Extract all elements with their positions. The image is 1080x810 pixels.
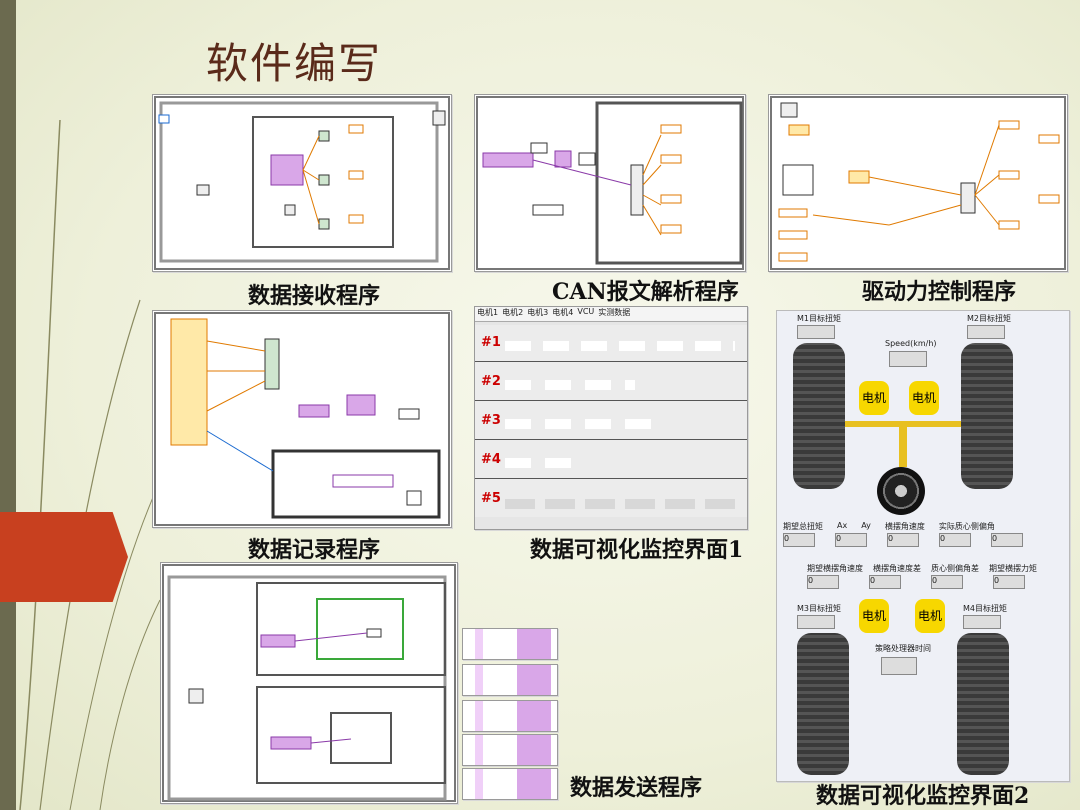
panel-row: #2	[475, 362, 747, 401]
send-subvi-stack	[462, 628, 558, 800]
panel-tag: #4	[481, 452, 501, 467]
metric-field[interactable]: 0	[887, 533, 919, 547]
panel-tag: #3	[481, 413, 501, 428]
monitor1-tab-2[interactable]: 电机2	[502, 308, 524, 317]
caption-send: 数据发送程序	[570, 775, 703, 801]
monitor2-screenshot: M1目标扭矩 M2目标扭矩 Speed(km/h) 电机 电机 期望总扭矩 Ax…	[776, 310, 1070, 782]
page-title: 软件编写	[206, 39, 383, 88]
subvi-panel	[462, 700, 558, 732]
caption-drive: 驱动力控制程序	[862, 279, 1017, 305]
caption-receive: 数据接收程序	[248, 283, 381, 309]
monitor1-tab-5[interactable]: VCU	[577, 307, 595, 316]
caption-can: CAN报文解析程序	[552, 279, 739, 305]
metrics-row-2-fields: 0 0 0 0	[807, 575, 1025, 589]
metric-label: 期望横摆角速度	[807, 564, 863, 573]
caption-record: 数据记录程序	[248, 537, 381, 563]
metrics-row-2: 期望横摆角速度 横摆角速度差 质心侧偏角差 期望横摆力矩	[807, 563, 1037, 574]
drive-control-screenshot	[768, 94, 1068, 272]
subvi-panel	[462, 768, 558, 800]
m3-torque-label: M3目标扭矩	[797, 604, 841, 613]
monitor1-screenshot: 电机1 电机2 电机3 电机4 VCU 实测数据 #1 #2 #3 #4 #5	[474, 306, 748, 530]
left-decor-bar	[0, 0, 16, 810]
panel-row: #3	[475, 401, 747, 440]
monitor1-tab-1[interactable]: 电机1	[477, 308, 499, 317]
caption-monitor2: 数据可视化监控界面2	[816, 783, 1030, 809]
rear-left-motor: 电机	[859, 599, 889, 633]
metric-field[interactable]: 0	[783, 533, 815, 547]
subvi-panel	[462, 664, 558, 696]
panel-tag: #1	[481, 335, 501, 350]
rear-left-wheel	[797, 633, 849, 775]
can-parse-screenshot	[474, 94, 746, 272]
metric-label: Ax	[837, 521, 848, 530]
panel-tag: #5	[481, 491, 501, 506]
metric-label: 期望横摆力矩	[989, 564, 1037, 573]
m4-torque-label: M4目标扭矩	[963, 604, 1007, 613]
metric-field[interactable]: 0	[993, 575, 1025, 589]
metric-label: Ay	[861, 521, 871, 530]
timing-label: 策略处理器时间	[875, 644, 931, 653]
metric-field[interactable]: 0	[835, 533, 867, 547]
m3-torque-field[interactable]	[797, 615, 835, 629]
panel-row: #5	[475, 479, 747, 517]
front-left-motor: 电机	[859, 381, 889, 415]
metric-field[interactable]: 0	[939, 533, 971, 547]
metric-field[interactable]: 0	[931, 575, 963, 589]
m1-torque-label: M1目标扭矩	[797, 314, 841, 323]
panel-tag: #2	[481, 374, 501, 389]
monitor1-tab-4[interactable]: 电机4	[552, 308, 574, 317]
front-right-wheel	[961, 343, 1013, 489]
timing-field[interactable]	[881, 657, 917, 675]
metric-label: 质心侧偏角差	[931, 564, 979, 573]
record-program-screenshot	[152, 310, 452, 528]
front-right-motor: 电机	[909, 381, 939, 415]
metric-field[interactable]: 0	[807, 575, 839, 589]
steering-wheel-icon[interactable]	[877, 467, 925, 515]
front-axle	[845, 421, 961, 427]
receive-program-screenshot	[152, 94, 452, 272]
red-arrow-tab	[0, 512, 128, 602]
monitor1-tab-6[interactable]: 实测数据	[598, 308, 631, 317]
m1-torque-field[interactable]	[797, 325, 835, 339]
rear-right-motor: 电机	[915, 599, 945, 633]
metric-label: 实际质心侧偏角	[938, 522, 995, 531]
speed-field[interactable]	[889, 351, 927, 367]
metric-label: 期望总扭矩	[783, 522, 823, 531]
metric-field[interactable]: 0	[869, 575, 901, 589]
panel-row: #1	[475, 325, 747, 362]
metrics-row-1-fields: 0 0 0 0 0	[783, 533, 1023, 547]
subvi-panel	[462, 628, 558, 660]
rear-right-wheel	[957, 633, 1009, 775]
m4-torque-field[interactable]	[963, 615, 1001, 629]
metrics-row-1: 期望总扭矩 Ax Ay 横摆角速度 实际质心侧偏角	[783, 521, 995, 532]
speed-label: Speed(km/h)	[885, 339, 937, 348]
subvi-panel	[462, 734, 558, 766]
panel-row: #4	[475, 440, 747, 479]
send-program-screenshot	[160, 562, 458, 804]
m2-torque-field[interactable]	[967, 325, 1005, 339]
metric-label: 横摆角速度	[884, 522, 925, 531]
metric-field[interactable]: 0	[991, 533, 1023, 547]
monitor1-tab-3[interactable]: 电机3	[527, 308, 549, 317]
steering-column	[899, 427, 907, 467]
front-left-wheel	[793, 343, 845, 489]
caption-monitor1: 数据可视化监控界面1	[530, 537, 744, 563]
m2-torque-label: M2目标扭矩	[967, 314, 1011, 323]
metric-label: 横摆角速度差	[873, 564, 921, 573]
